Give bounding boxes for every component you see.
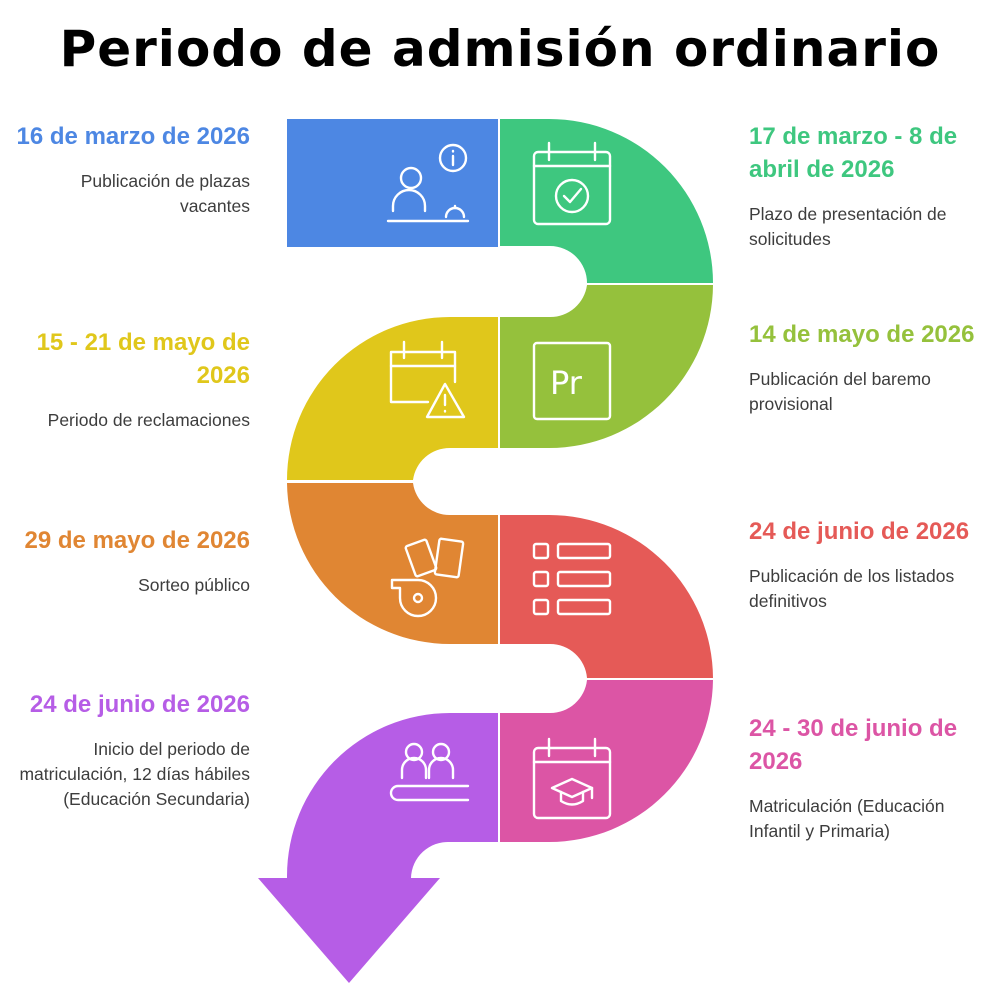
step-description: Publicación del baremo provisional [749,369,931,414]
segment-6 [500,515,713,678]
step-4-text: 15 - 21 de mayo de 2026 Periodo de recla… [15,326,250,433]
step-1-text: 16 de marzo de 2026 Publicación de plaza… [15,120,250,219]
step-date: 17 de marzo - 8 de abril de 2026 [749,123,958,183]
step-2-text: 17 de marzo - 8 de abril de 2026 Plazo d… [749,120,984,252]
calendar-check-icon [532,141,612,226]
step-description: Publicación de los listados definitivos [749,566,955,611]
calendar-warning-icon [389,340,466,419]
step-description: Matriculación (Educación Infantil y Prim… [749,796,945,841]
step-6-text: 24 de junio de 2026 Publicación de los l… [749,515,984,614]
calendar-graduation-icon [532,737,612,820]
svg-text:Pr: Pr [550,364,583,402]
step-date: 29 de mayo de 2026 [24,527,250,554]
list-icon [532,542,612,616]
step-description: Sorteo público [138,575,250,595]
step-date: 24 de junio de 2026 [749,518,970,545]
document-pr-icon: Pr [532,341,612,421]
segment-2 [500,119,713,283]
segment-4 [287,317,498,480]
segment-3 [500,285,713,448]
group-icon [389,742,470,802]
page-title: Periodo de admisión ordinario [59,20,941,78]
step-8-text: 24 de junio de 2026 Inicio del periodo d… [15,688,250,812]
step-description: Periodo de reclamaciones [47,410,250,430]
whistle-cards-icon [390,537,465,618]
step-date: 14 de mayo de 2026 [749,321,975,348]
segment-5 [287,483,498,644]
segment-8-arrow [258,713,498,983]
step-description: Inicio del periodo de matriculación, 12 … [19,739,250,809]
segment-1 [287,119,498,247]
step-description: Publicación de plazas vacantes [80,171,250,216]
step-date: 16 de marzo de 2026 [16,123,250,150]
step-description: Plazo de presentación de solicitudes [749,204,947,249]
step-date: 24 - 30 de junio de 2026 [749,715,958,775]
step-date: 15 - 21 de mayo de 2026 [36,329,250,389]
step-7-text: 24 - 30 de junio de 2026 Matriculación (… [749,712,984,844]
step-3-text: 14 de mayo de 2026 Publicación del barem… [749,318,984,417]
step-5-text: 29 de mayo de 2026 Sorteo público [15,524,250,598]
step-date: 24 de junio de 2026 [29,691,250,718]
receptionist-info-icon [386,143,470,223]
